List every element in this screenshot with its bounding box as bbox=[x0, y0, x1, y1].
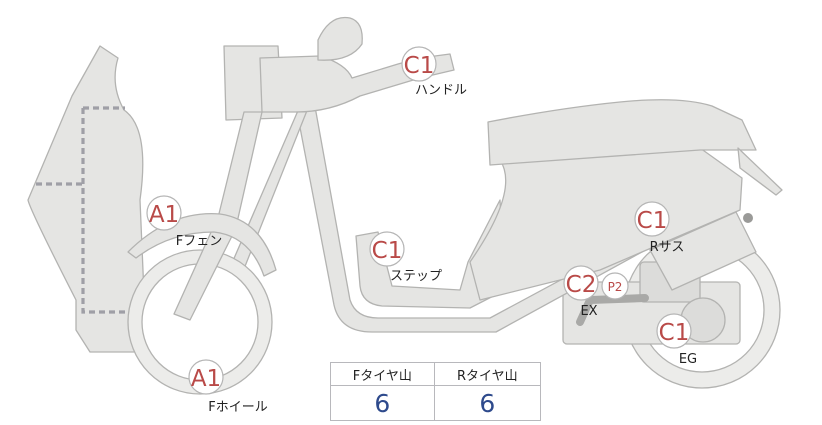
tire-tread-table: Fタイヤ山 Rタイヤ山 6 6 bbox=[330, 362, 542, 421]
grade-code: C1 bbox=[659, 320, 690, 346]
part-label-f-wheel: Fホイール bbox=[208, 400, 267, 415]
front-tread-value: 6 bbox=[330, 385, 435, 421]
rear-tread-header: Rタイヤ山 bbox=[433, 362, 542, 386]
rear-tread-value: 6 bbox=[433, 385, 542, 421]
front-tread-header: Fタイヤ山 bbox=[330, 362, 435, 386]
tread-header-row: Fタイヤ山 Rタイヤ山 bbox=[330, 362, 542, 386]
grade-badge-handle: C1 ハンドル bbox=[401, 46, 467, 98]
grade-code: A1 bbox=[191, 366, 221, 392]
front-wheel bbox=[127, 249, 273, 395]
grade-badge-f-wheel: A1 Fホイール bbox=[188, 359, 268, 415]
grade-code: C1 bbox=[637, 208, 668, 234]
grade-badge-f-fender: A1 Fフェン bbox=[146, 195, 222, 249]
part-label-r-suspension: Rサス bbox=[650, 240, 685, 255]
grade-badge-engine: C1 EG bbox=[656, 313, 697, 367]
grade-badge-r-suspension: C1 Rサス bbox=[634, 201, 685, 255]
leg-shield bbox=[27, 45, 223, 353]
grade-sub-code: P2 bbox=[608, 280, 623, 294]
part-label-handle: ハンドル bbox=[415, 83, 467, 98]
rear-body bbox=[469, 99, 783, 301]
tread-value-row: 6 6 bbox=[330, 385, 542, 421]
part-label-f-fender: Fフェン bbox=[176, 234, 222, 249]
grade-code: C1 bbox=[404, 53, 435, 79]
grade-code: C2 bbox=[566, 272, 597, 298]
grade-code: A1 bbox=[149, 202, 179, 228]
floor-step bbox=[355, 199, 506, 309]
part-label-exhaust: EX bbox=[580, 304, 597, 319]
rear-suspension bbox=[649, 211, 757, 291]
grade-badge-step: C1 ステップ bbox=[369, 231, 442, 284]
part-label-engine: EG bbox=[679, 352, 697, 367]
grade-badge-exhaust: C2 P2 EX bbox=[563, 265, 629, 319]
part-label-step: ステップ bbox=[390, 269, 442, 284]
grade-code: C1 bbox=[372, 238, 403, 264]
